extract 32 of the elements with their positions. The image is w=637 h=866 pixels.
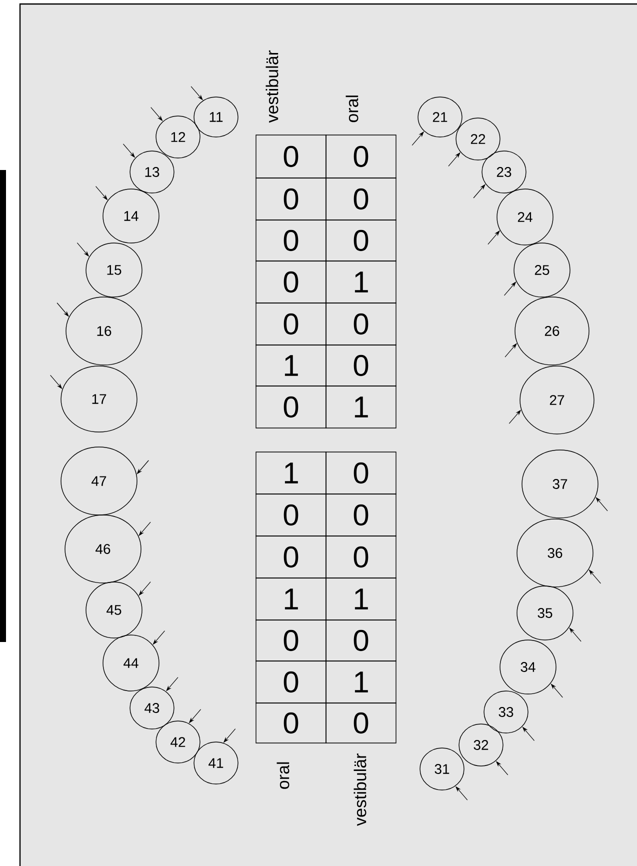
column-header: oral	[346, 96, 358, 122]
table-cell: 1	[326, 660, 396, 704]
table-cell: 0	[256, 536, 326, 578]
table-cell: 1	[256, 578, 326, 620]
table-cell: 0	[256, 620, 326, 662]
table-cell: 0	[256, 302, 326, 346]
table-cell: 0	[326, 620, 396, 662]
table-cell: 0	[326, 344, 396, 386]
table-cell: 0	[256, 386, 326, 428]
table-cell: 0	[326, 536, 396, 578]
table-cell: 1	[326, 578, 396, 620]
table-cell: 0	[256, 220, 326, 262]
table-cell: 0	[326, 178, 396, 220]
table-cell: 1	[256, 344, 326, 386]
table-cell: 0	[326, 452, 396, 494]
table-cell: 0	[256, 660, 326, 704]
table-cell: 0	[326, 302, 396, 346]
table-cell: 0	[256, 178, 326, 220]
column-header: oral	[276, 762, 290, 789]
table-cell: 0	[256, 134, 326, 178]
table-cell: 0	[326, 220, 396, 262]
table-cell: 0	[256, 260, 326, 304]
table-cell: 0	[256, 494, 326, 536]
table-cell: 1	[326, 260, 396, 304]
column-header: vestibulär	[354, 754, 366, 826]
table-cell: 0	[256, 702, 326, 744]
table-cell: 0	[326, 494, 396, 536]
table-cell: 1	[326, 386, 396, 428]
column-header: vestibulär	[266, 50, 278, 123]
table-cell: 1	[256, 452, 326, 494]
table-cell: 0	[326, 134, 396, 178]
table-cell: 0	[326, 702, 396, 744]
